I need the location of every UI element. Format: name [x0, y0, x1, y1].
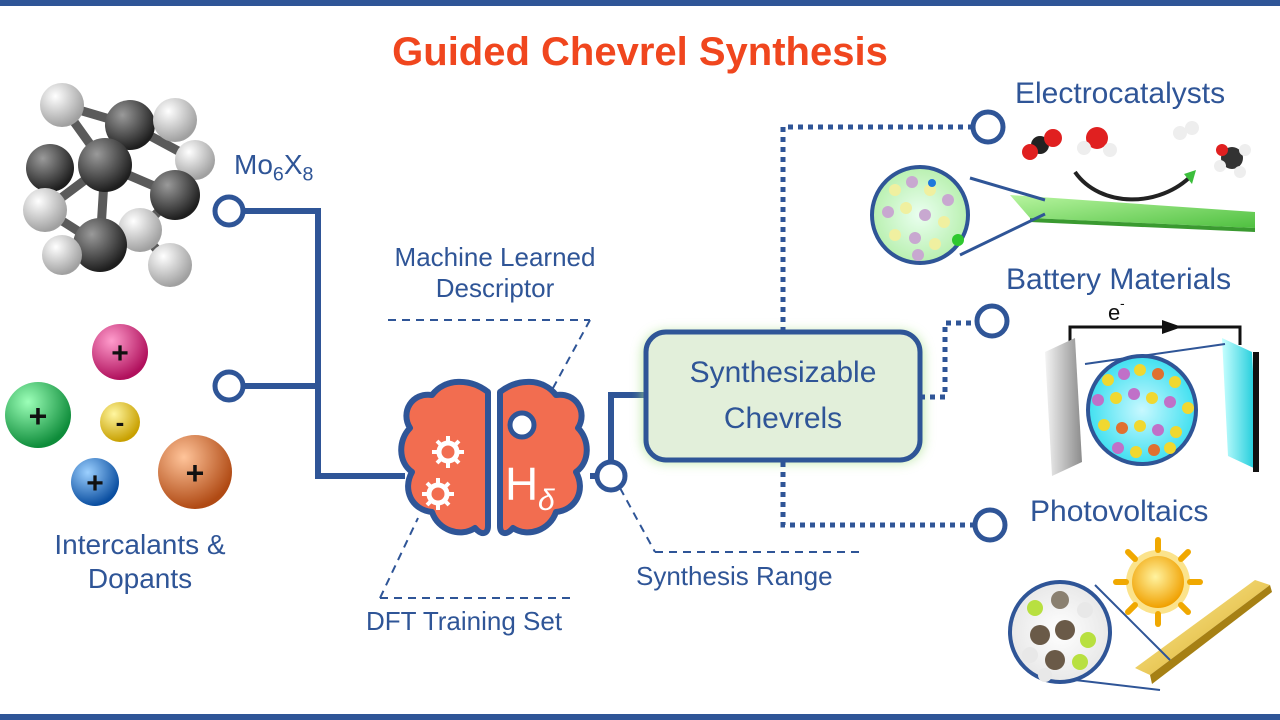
photovoltaics-label: Photovoltaics — [1030, 495, 1209, 528]
battery-node — [974, 303, 1010, 339]
svg-text:-: - — [1120, 295, 1125, 311]
intercalants-label: Intercalants & Dopants — [54, 529, 226, 594]
photovoltaics-node — [972, 507, 1008, 543]
svg-text:e: e — [1108, 300, 1120, 325]
h-delta-symbol: H — [505, 458, 538, 510]
ion-blue-positive: + — [71, 458, 119, 506]
synthesis-range-label: Synthesis Range — [636, 561, 833, 591]
synthesizable-chevrels-box — [643, 329, 923, 463]
pv-cluster-atoms — [1022, 591, 1096, 682]
svg-text:+: + — [29, 398, 48, 434]
svg-text:+: + — [111, 337, 129, 370]
top-border — [0, 0, 1280, 6]
svg-text:+: + — [186, 455, 205, 491]
intercalants-input-node — [212, 369, 246, 403]
descriptor-label: Machine Learned Descriptor — [394, 242, 596, 304]
mo6x8-input-node — [212, 194, 246, 228]
electrocatalysts-label: Electrocatalysts — [1015, 77, 1226, 110]
delta-subscript: δ — [538, 484, 555, 517]
mo6x8-cluster-image — [23, 83, 215, 287]
ions-group: + + - + + — [5, 324, 232, 509]
battery-materials-label: Battery Materials — [1006, 263, 1232, 296]
ion-orange-positive: + — [158, 435, 232, 509]
electrocatalyst-image — [870, 121, 1255, 265]
center-box-line2: Chevrels — [724, 402, 842, 435]
electrocatalysts-node — [970, 109, 1006, 145]
mo6x8-label: Mo6X8 — [234, 149, 314, 186]
ion-green-positive: + — [5, 382, 71, 448]
lattice-atoms — [882, 176, 964, 261]
page-title: Guided Chevrel Synthesis — [392, 30, 888, 74]
photovoltaic-image — [1008, 537, 1272, 691]
gear-icon — [422, 478, 454, 510]
sun-icon — [1113, 537, 1203, 627]
battery-image: e - — [1045, 295, 1259, 476]
svg-text:+: + — [86, 467, 104, 500]
brain-model-icon: H δ — [398, 378, 590, 536]
output-connectors — [780, 124, 976, 528]
bottom-border — [0, 714, 1280, 720]
ion-yellow-negative: - — [100, 402, 140, 442]
range-output-node — [594, 459, 628, 493]
descriptor-node — [507, 410, 537, 440]
ion-magenta-positive: + — [92, 324, 148, 380]
svg-text:-: - — [116, 407, 125, 437]
center-box-line1: Synthesizable — [690, 356, 877, 389]
gear-icon — [432, 436, 464, 468]
training-set-label: DFT Training Set — [366, 606, 563, 636]
battery-lattice-atoms — [1092, 364, 1194, 458]
